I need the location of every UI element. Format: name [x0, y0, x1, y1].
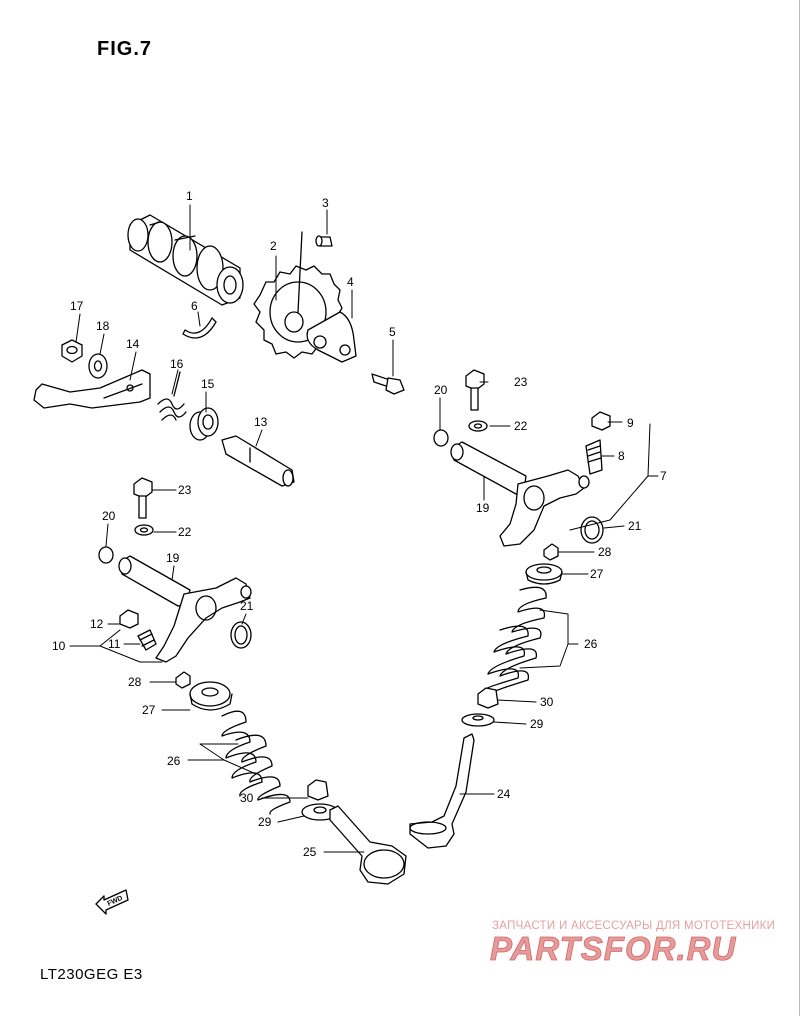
rocker-arm-left-part — [155, 577, 252, 663]
callout-23-right: 23 — [514, 375, 528, 389]
callout-27-left: 27 — [142, 703, 156, 717]
watermark-logo: PARTSFOR.RU — [490, 930, 736, 967]
callout-14: 14 — [126, 337, 140, 351]
nut-part — [61, 339, 83, 363]
nut-left-part — [119, 609, 139, 629]
springs-right-part — [483, 586, 547, 693]
callout-24: 24 — [497, 787, 511, 801]
callout-7: 7 — [660, 469, 667, 483]
callout-10: 10 — [52, 639, 66, 653]
bolt-right-part — [465, 369, 485, 411]
camshaft-part — [127, 214, 244, 306]
callout-6: 6 — [191, 299, 198, 313]
bracket-part — [33, 369, 151, 409]
spring-part — [157, 371, 187, 421]
cotter-right-part — [543, 543, 559, 561]
adjuster-left-part — [137, 629, 157, 651]
callout-11: 11 — [108, 637, 121, 651]
retainer-right-part — [525, 563, 563, 585]
callout-labels: 1 2 3 4 5 6 7 8 9 10 11 12 13 14 15 16 1… — [52, 189, 667, 908]
rocker-arm-right-part — [499, 469, 590, 547]
callout-22-left: 22 — [178, 525, 192, 539]
springs-left-part — [221, 710, 291, 815]
callout-3: 3 — [322, 196, 329, 210]
bushing-part — [189, 407, 219, 441]
callout-19-left: 19 — [166, 551, 180, 565]
callout-21-right: 21 — [628, 519, 642, 533]
callout-8: 8 — [618, 449, 625, 463]
bolt-left-part — [133, 477, 153, 519]
cotter-left-part — [175, 671, 191, 689]
pin-part — [315, 235, 333, 247]
callout-9: 9 — [627, 416, 634, 430]
callout-28-left: 28 — [128, 675, 142, 689]
seal-left-part — [307, 779, 329, 801]
callout-21-left: 21 — [240, 599, 254, 613]
callout-12: 12 — [90, 617, 104, 631]
rocker-shaft-right-part — [450, 441, 527, 495]
callout-15: 15 — [201, 377, 215, 391]
watermark-subtitle: ЗАПЧАСТИ И АКСЕССУАРЫ ДЛЯ МОТОТЕХНИКИ — [492, 920, 776, 932]
valve-exhaust-part — [409, 733, 475, 849]
washer-part — [88, 353, 108, 379]
bolt-part — [371, 373, 405, 395]
callout-27-right: 27 — [590, 567, 604, 581]
callout-18: 18 — [96, 319, 110, 333]
callout-26-left: 26 — [167, 754, 181, 768]
callout-13: 13 — [254, 415, 268, 429]
figure-title: FIG.7 — [97, 38, 153, 60]
shaft-part — [221, 435, 295, 487]
callout-30-right: 30 — [540, 695, 554, 709]
callout-17: 17 — [70, 299, 84, 313]
callout-28-right: 28 — [598, 545, 612, 559]
seat-right-part — [461, 713, 495, 727]
watermark-brand: PARTSFOR.RU — [490, 930, 736, 967]
seal-right-part — [477, 687, 499, 709]
valve-intake-part — [329, 805, 407, 885]
cap-right-part — [580, 516, 604, 544]
callout-26-right: 26 — [584, 637, 598, 651]
clip-part — [182, 317, 217, 339]
cap-left-part — [230, 621, 252, 649]
callout-20-right: 20 — [434, 383, 448, 397]
callout-29-right: 29 — [530, 717, 544, 731]
washer-right-part — [468, 420, 488, 432]
leader-lines — [69, 204, 659, 853]
nut-right-part — [591, 411, 611, 431]
callout-22-right: 22 — [514, 419, 528, 433]
callout-2: 2 — [270, 239, 277, 253]
oring-left-part — [98, 546, 114, 564]
model-code: LT230GEG E3 — [40, 966, 143, 983]
callout-4: 4 — [347, 275, 354, 289]
callout-20-left: 20 — [102, 509, 116, 523]
fwd-arrow-icon — [95, 889, 129, 915]
callout-25: 25 — [303, 845, 317, 859]
plate-part — [306, 311, 357, 363]
callout-30-left: 30 — [240, 791, 254, 805]
callout-1: 1 — [186, 189, 193, 203]
callout-5: 5 — [389, 325, 396, 339]
callout-19-right: 19 — [476, 501, 490, 515]
washer-left-part — [134, 524, 154, 536]
oring-right-part — [433, 429, 449, 447]
callout-29-left: 29 — [258, 815, 272, 829]
callout-16: 16 — [170, 357, 184, 371]
callout-23-left: 23 — [178, 483, 192, 497]
retainer-left-part — [189, 681, 233, 711]
adjuster-right-part — [585, 439, 603, 475]
